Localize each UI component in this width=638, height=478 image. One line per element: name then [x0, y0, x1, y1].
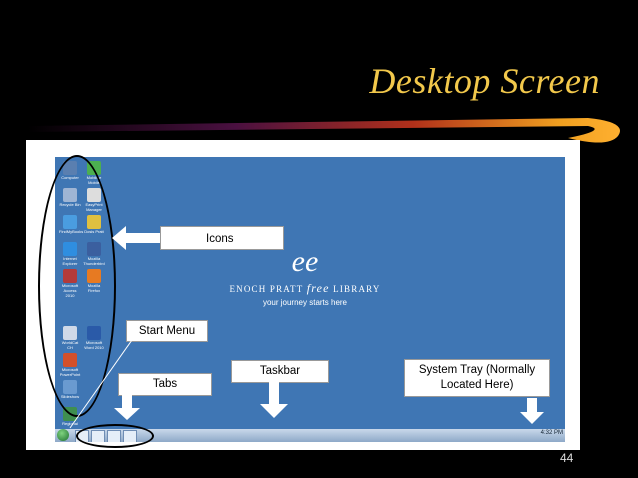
start-menu-callout: Start Menu	[126, 320, 208, 342]
system-tray-callout: System Tray (Normally Located Here)	[404, 359, 550, 397]
tabs-callout: Tabs	[118, 373, 212, 396]
library-logo: ee ENOCH PRATT free LIBRARY your journey…	[215, 245, 395, 308]
logo-name: ENOCH PRATT free LIBRARY	[229, 281, 381, 295]
start-button[interactable]	[57, 429, 69, 441]
icons-highlight-ellipse	[38, 155, 116, 417]
taskbar-callout: Taskbar	[231, 360, 329, 383]
slide-title: Desktop Screen	[369, 61, 600, 101]
logo-mark: ee	[291, 245, 319, 278]
desktop-icon-label: Regional	[62, 421, 78, 426]
slide-number: 44	[560, 451, 574, 465]
icons-callout: Icons	[160, 226, 284, 250]
taskbar-arrow	[260, 382, 288, 418]
logo-tagline: your journey starts here	[262, 298, 348, 307]
decorative-swoosh	[28, 118, 620, 143]
tabs-arrow	[114, 394, 140, 420]
icons-arrow	[112, 226, 162, 250]
start-menu-pointer-line	[69, 339, 133, 429]
tabs-highlight-ellipse	[76, 424, 154, 448]
system-tray[interactable]: 4:32 PM	[540, 430, 563, 436]
system-tray-arrow	[520, 398, 544, 424]
